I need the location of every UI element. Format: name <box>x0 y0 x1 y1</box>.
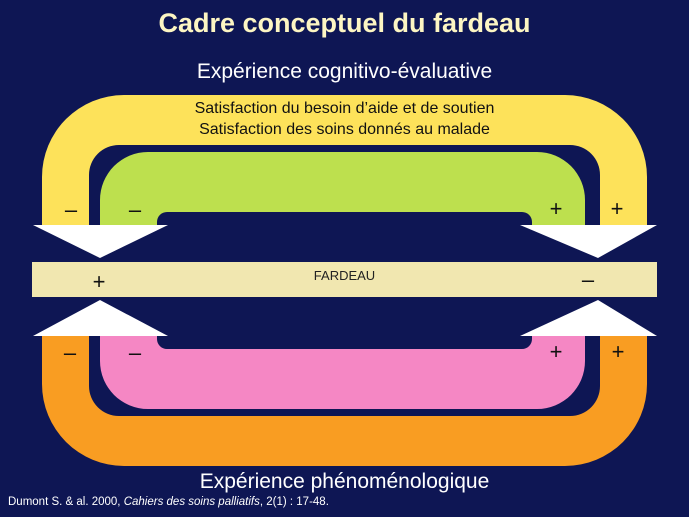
sign-bottom-outer-right: + <box>611 339 625 364</box>
sign-top-inner-left: – <box>128 197 142 222</box>
arrow-down-right <box>520 225 657 258</box>
citation-authors: Dumont S. & al. 2000, <box>8 496 124 508</box>
top-outer-band <box>42 95 647 225</box>
satisfaction-line-2: Satisfaction des soins donnés au malade <box>199 121 490 138</box>
sign-bar-right: – <box>581 267 595 292</box>
sign-bottom-outer-left: – <box>63 340 77 365</box>
citation-journal: Cahiers des soins palliatifs <box>123 496 260 508</box>
sign-top-outer-right: + <box>610 196 624 221</box>
sign-bottom-inner-right: + <box>549 339 563 364</box>
sign-bottom-inner-left: – <box>128 340 142 365</box>
sign-bar-left: + <box>92 269 106 294</box>
arrow-up-right <box>520 300 657 336</box>
burden-label: FARDEAU <box>313 268 376 283</box>
arrow-up-left <box>33 300 168 336</box>
slide-title: Cadre conceptuel du fardeau <box>158 8 531 38</box>
satisfaction-line-1: Satisfaction du besoin d’aide et de sout… <box>194 100 495 117</box>
sign-top-inner-right: + <box>549 196 563 221</box>
top-inner-band <box>100 152 585 225</box>
sign-top-outer-left: – <box>64 197 78 222</box>
bottom-inner-band <box>100 336 585 409</box>
bottom-outer-band <box>42 336 647 466</box>
citation-details: , 2(1) : 17-48. <box>259 496 329 508</box>
burden-bar <box>32 262 657 297</box>
top-heading: Expérience cognitivo-évaluative <box>196 60 493 83</box>
bottom-heading: Expérience phénoménologique <box>199 470 490 493</box>
citation: Dumont S. & al. 2000, Cahiers des soins … <box>8 496 329 508</box>
arrow-down-left <box>33 225 168 258</box>
